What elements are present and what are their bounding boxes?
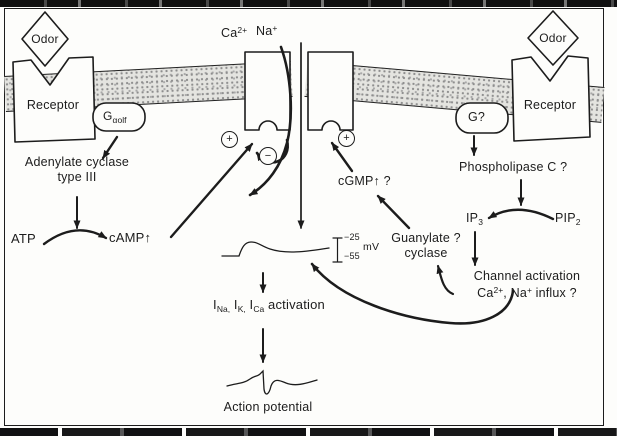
- minus-icon: −: [259, 147, 277, 165]
- odor-left-label: Odor: [31, 32, 59, 46]
- g-protein-unknown-label: G?: [468, 110, 486, 124]
- receptor-right-shape: [511, 55, 591, 142]
- channel-right-shape: [307, 51, 354, 131]
- arc-atp-to-camp: [42, 229, 108, 246]
- phospholipase-c-label: Phospholipase C ?: [459, 160, 568, 174]
- camp-label: cAMP↑: [109, 230, 152, 245]
- adenylate-cyclase-label: Adenylate cyclase type III: [24, 155, 130, 184]
- ca-ion-label: Ca2+: [221, 25, 248, 40]
- pip2-label: PIP2: [555, 211, 581, 227]
- g-protein-unknown-shape: [455, 102, 509, 134]
- mv-unit-label: mV: [363, 241, 380, 253]
- scan-edge-top: [0, 0, 617, 7]
- g-protein-olf-shape: [92, 102, 146, 132]
- channel-left-shape: [244, 51, 291, 131]
- odor-right-label: Odor: [539, 31, 567, 45]
- arrow-cgmp-to-channel: [330, 141, 354, 173]
- arc-pip2-to-ip3: [487, 208, 555, 221]
- receptor-left-shape: [12, 56, 96, 143]
- action-potential-trace: [226, 369, 318, 395]
- arrow-golf-to-ac: [101, 135, 119, 160]
- na-ion-label: Na+: [256, 23, 278, 38]
- arrow-influx-to-depolarization: [310, 262, 515, 325]
- cgmp-label: cGMP↑ ?: [338, 174, 391, 188]
- mv-lower-value: −55: [344, 251, 360, 261]
- plus-icon: +: [338, 130, 355, 147]
- action-potential-label: Action potential: [223, 400, 313, 414]
- mv-upper-value: −25: [344, 232, 360, 242]
- receptor-right-label: Receptor: [523, 98, 577, 112]
- channel-activation-label: Channel activation Ca2+, Na+ influx ?: [452, 269, 602, 301]
- plus-icon: +: [221, 131, 238, 148]
- ip3-label: IP3: [466, 211, 483, 227]
- receptor-left-label: Receptor: [26, 98, 80, 112]
- scan-edge-bottom: [0, 428, 617, 436]
- odor-left-shape: [21, 11, 69, 67]
- g-protein-olf-label: Gαolf: [103, 109, 127, 125]
- arrow-camp-to-channel: [169, 142, 254, 239]
- arrow-gc-to-cgmp: [376, 194, 411, 230]
- odor-right-shape: [527, 10, 579, 66]
- generator-potential-trace: [221, 241, 330, 257]
- guanylate-cyclase-label: Guanylate ? cyclase: [391, 231, 461, 260]
- atp-label: ATP: [11, 231, 36, 246]
- currents-activation-label: INa, IK, ICa activation: [213, 297, 325, 314]
- arrow-ca-to-gc: [436, 264, 455, 296]
- mv-scale-bar: [332, 237, 343, 263]
- influx-label: Ca2+, Na+ influx ?: [477, 284, 577, 300]
- figure-border: [4, 8, 604, 426]
